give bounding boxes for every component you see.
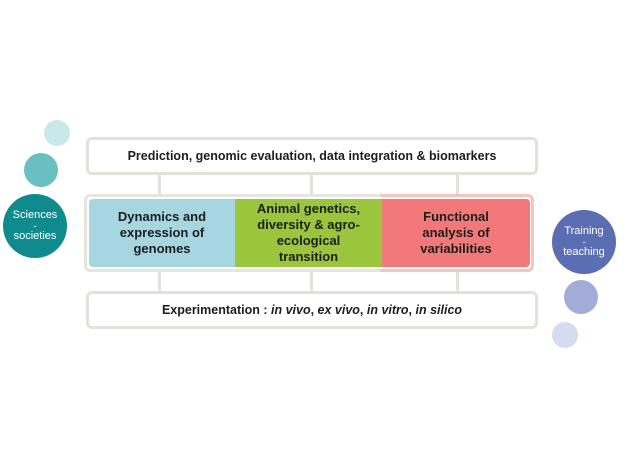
- sciences-separator: -: [33, 221, 37, 231]
- experimentation-item-ex-vivo: ex vivo: [317, 303, 360, 317]
- experimentation-bar: Experimentation : in vivo , ex vivo , in…: [86, 291, 538, 329]
- connector-top-2: [310, 175, 313, 195]
- decorative-circle-medium-right: [564, 280, 598, 314]
- training-teaching-circle: Training - teaching: [552, 210, 616, 274]
- decorative-circle-small: [44, 120, 70, 146]
- experimentation-separator: ,: [359, 303, 367, 317]
- connector-bottom-2: [310, 271, 313, 292]
- pillar-genomes-text: Dynamics and expression of genomes: [117, 209, 207, 256]
- experimentation-item-in-vitro: in vitro: [366, 303, 409, 317]
- sciences-societies-circle: Sciences - societies: [3, 194, 67, 258]
- experimentation-item-in-silico: in silico: [415, 303, 463, 317]
- connector-bottom-3: [456, 271, 459, 292]
- decorative-circle-medium: [24, 153, 58, 187]
- pillar-genomes: Dynamics and expression of genomes: [89, 199, 235, 267]
- societies-label: societies: [13, 230, 57, 242]
- prediction-bar: Prediction, genomic evaluation, data int…: [86, 137, 538, 175]
- connector-top-3: [456, 175, 459, 195]
- experimentation-separator: ,: [408, 303, 416, 317]
- experimentation-separator: ,: [310, 303, 318, 317]
- pillar-functional-analysis: Functional analysis of variabilities: [382, 199, 530, 267]
- pillar-animal-genetics-text: Animal genetics, diversity & agro-ecolog…: [256, 201, 361, 264]
- training-label: Training: [564, 225, 604, 237]
- connector-bottom-1: [158, 271, 161, 292]
- training-separator: -: [582, 237, 586, 247]
- experimentation-prefix: Experimentation :: [161, 303, 271, 317]
- connector-top-1: [158, 175, 161, 195]
- decorative-circle-small-right: [552, 322, 578, 348]
- pillar-functional-analysis-text: Functional analysis of variabilities: [420, 209, 492, 256]
- prediction-bar-text: Prediction, genomic evaluation, data int…: [127, 149, 497, 163]
- sciences-label: Sciences: [12, 209, 58, 221]
- pillar-animal-genetics: Animal genetics, diversity & agro-ecolog…: [235, 199, 382, 267]
- teaching-label: teaching: [563, 246, 605, 258]
- experimentation-item-in-vivo: in vivo: [270, 303, 311, 317]
- pillars-frame-accent: [380, 194, 534, 272]
